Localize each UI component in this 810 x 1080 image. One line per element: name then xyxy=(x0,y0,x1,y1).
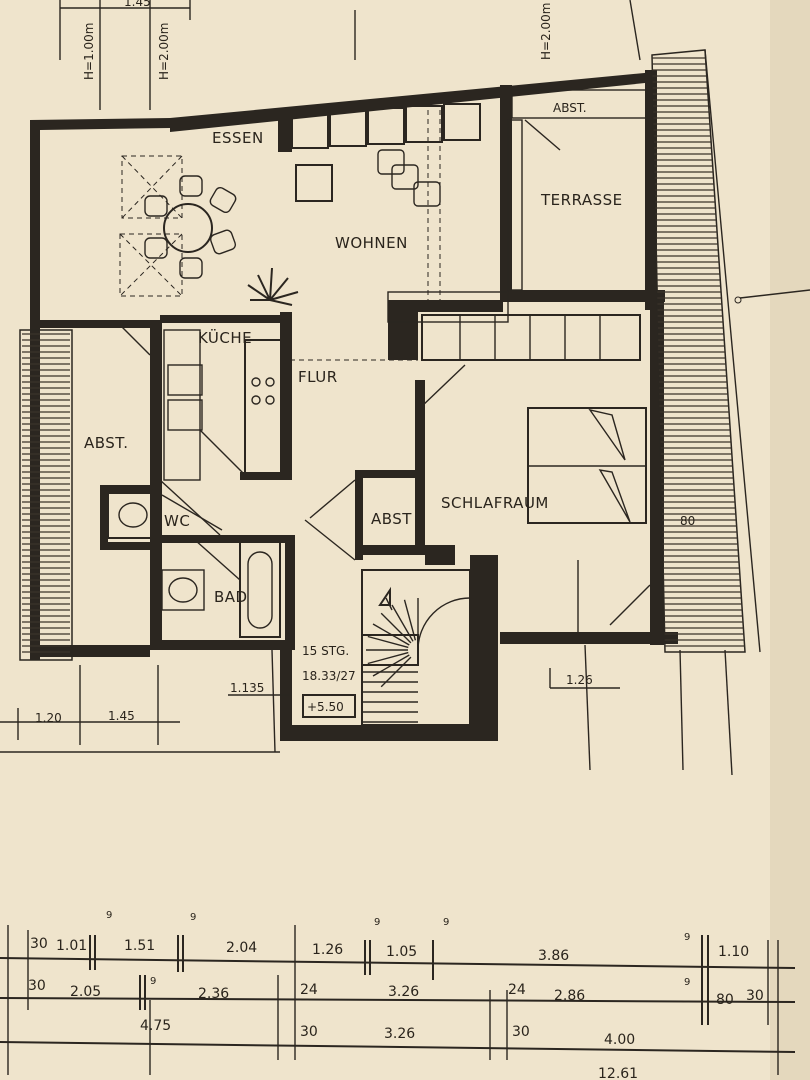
stair-winder xyxy=(380,656,412,688)
top-dim-label: 1.45 xyxy=(124,0,151,9)
svg-text:1.01: 1.01 xyxy=(56,938,87,954)
kitchen-fixtures xyxy=(159,329,282,536)
room-label-abst-left: ABST. xyxy=(84,434,128,452)
stair-winder xyxy=(367,651,409,665)
stair-winder xyxy=(367,635,409,649)
svg-text:3.26: 3.26 xyxy=(384,1026,415,1042)
svg-text:9: 9 xyxy=(106,910,112,921)
svg-text:4.00: 4.00 xyxy=(604,1032,635,1048)
stairs-count: 15 STG. xyxy=(302,644,349,658)
svg-text:24: 24 xyxy=(300,982,318,998)
svg-text:9: 9 xyxy=(684,977,690,988)
paper-shadow xyxy=(770,0,810,1080)
room-label-terrasse: TERRASSE xyxy=(540,191,623,209)
room-label-schlafraum: SCHLAFRAUM xyxy=(441,494,549,512)
svg-text:3.26: 3.26 xyxy=(388,984,419,1000)
stairs-level: +5.50 xyxy=(307,700,344,714)
svg-text:1.26: 1.26 xyxy=(312,942,343,958)
bottom-left-dim-1: 1.20 xyxy=(35,711,62,725)
roof-edge-right xyxy=(704,49,761,653)
top-window-marks xyxy=(59,0,641,110)
svg-text:30: 30 xyxy=(30,936,48,952)
bottom-right-dim: 1.26 xyxy=(566,673,593,687)
svg-text:2.36: 2.36 xyxy=(198,986,229,1002)
room-label-essen: ESSEN xyxy=(212,129,264,147)
dimension-chains xyxy=(0,925,796,1075)
dimension-row-3: 4.75 30 3.26 30 4.00 xyxy=(140,1018,635,1048)
bottom-dim-lines xyxy=(0,644,733,776)
roof-slope-left xyxy=(19,329,73,661)
dimension-row-1: 30 1.01 9 1.51 9 2.04 1.26 9 1.05 9 3.86… xyxy=(30,910,749,964)
stairs-side-dim: 1.135 xyxy=(230,681,264,695)
schlafraum-door-swing xyxy=(419,364,466,409)
terrace-side-dim: 80 xyxy=(680,514,695,528)
stair-winder xyxy=(391,604,414,642)
room-label-bad: BAD xyxy=(214,588,248,606)
level-box xyxy=(302,694,356,718)
plant-icon xyxy=(247,267,299,306)
stair-winder xyxy=(380,612,412,644)
abst-door-swing xyxy=(309,479,356,519)
dimension-row-2: 30 2.05 9 2.36 24 3.26 24 2.86 9 80 30 xyxy=(28,976,764,1008)
room-label-abst-top: ABST. xyxy=(553,101,587,115)
svg-text:2.04: 2.04 xyxy=(226,940,257,956)
room-label-wohnen: WOHNEN xyxy=(335,234,408,252)
svg-text:30: 30 xyxy=(28,978,46,994)
svg-text:80: 80 xyxy=(716,992,734,1008)
bedroom-window-swing xyxy=(609,584,651,626)
stair-winder xyxy=(372,623,410,646)
interior-walls xyxy=(40,85,512,741)
dimension-total: 12.61 xyxy=(598,1066,638,1080)
room-label-abst-mid: ABST xyxy=(371,510,412,528)
svg-text:9: 9 xyxy=(150,976,156,987)
stair-winder xyxy=(403,599,417,641)
svg-text:9: 9 xyxy=(684,932,690,943)
svg-text:2.86: 2.86 xyxy=(554,988,585,1004)
svg-text:2.05: 2.05 xyxy=(70,984,101,1000)
staircase xyxy=(361,569,471,726)
svg-text:30: 30 xyxy=(746,988,764,1004)
stairs-ratio: 18.33/27 xyxy=(302,669,356,683)
bathroom-fixtures xyxy=(161,539,281,638)
wardrobe xyxy=(421,314,641,361)
svg-text:1.51: 1.51 xyxy=(124,938,155,954)
svg-text:1.05: 1.05 xyxy=(386,944,417,960)
svg-text:4.75: 4.75 xyxy=(140,1018,171,1034)
svg-text:3.86: 3.86 xyxy=(538,948,569,964)
roof-slope-right xyxy=(651,49,746,653)
roof-tick xyxy=(739,289,810,299)
window-height-3: H=2.00m xyxy=(539,3,553,61)
essen-door-swing xyxy=(119,324,151,356)
svg-text:9: 9 xyxy=(374,917,380,928)
wc-fixture xyxy=(107,492,223,539)
window-height-2: H=2.00m xyxy=(157,23,171,81)
stair-winder xyxy=(372,654,410,677)
abst-door-swing-2 xyxy=(304,519,356,561)
window-height-1: H=1.00m xyxy=(82,23,96,81)
room-label-kueche: KÜCHE xyxy=(198,328,252,347)
double-bed xyxy=(527,407,647,524)
svg-text:30: 30 xyxy=(512,1024,530,1040)
svg-text:9: 9 xyxy=(190,912,196,923)
wohnen-cabinets xyxy=(291,103,509,323)
svg-text:1.10: 1.10 xyxy=(718,944,749,960)
skylight-windows xyxy=(119,155,183,297)
svg-text:30: 30 xyxy=(300,1024,318,1040)
room-label-wc: WC xyxy=(164,512,190,530)
terrace-doors xyxy=(507,89,648,291)
svg-text:9: 9 xyxy=(443,917,449,928)
bottom-left-dim-2: 1.45 xyxy=(108,709,135,723)
svg-text:24: 24 xyxy=(508,982,526,998)
roof-marker xyxy=(734,296,742,304)
room-label-flur: FLUR xyxy=(298,368,338,386)
dining-table xyxy=(144,175,237,279)
